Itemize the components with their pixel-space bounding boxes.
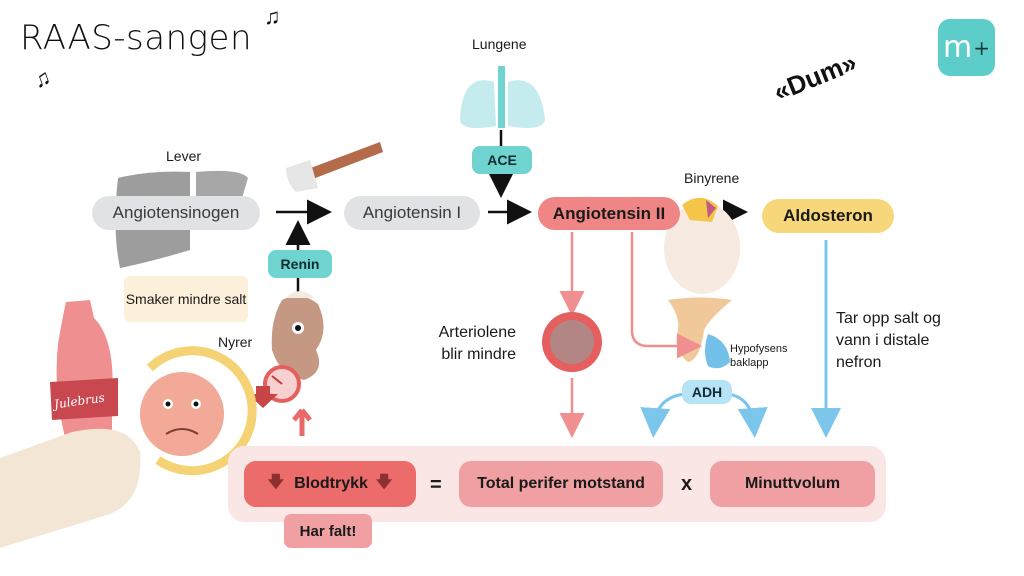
logo-letter: m bbox=[943, 30, 973, 65]
angiotensin-2-node[interactable]: Angiotensin II bbox=[538, 197, 680, 230]
down-arrow-icon bbox=[248, 386, 278, 408]
lungs-label: Lungene bbox=[472, 36, 527, 52]
axe-icon bbox=[286, 142, 383, 192]
arrow-icon bbox=[630, 232, 702, 359]
ace-enzyme[interactable]: ACE bbox=[472, 146, 532, 174]
blood-pressure-box[interactable]: 🡇 Blodtrykk 🡇 bbox=[244, 461, 416, 507]
julebrus-bottle-icon bbox=[50, 300, 118, 462]
plus-icon: + bbox=[973, 35, 990, 60]
hand-icon bbox=[0, 428, 141, 548]
times-sign: x bbox=[681, 473, 693, 495]
arterioles-caption: Arteriolene blir mindre bbox=[438, 324, 516, 363]
pituitary-icon bbox=[668, 297, 732, 369]
resistance-box[interactable]: Total perifer motstand bbox=[459, 461, 663, 507]
page-title: RAAS-sangen bbox=[20, 18, 253, 58]
kidneys-label: Nyrer bbox=[218, 334, 253, 350]
music-note-icon: ♫ bbox=[264, 4, 281, 29]
equals-sign: = bbox=[430, 474, 442, 496]
blood-pressure-label: Blodtrykk bbox=[294, 475, 368, 492]
brand-logo[interactable]: m+ bbox=[938, 19, 995, 76]
liver-label: Lever bbox=[166, 148, 202, 164]
renin-enzyme[interactable]: Renin bbox=[268, 250, 332, 278]
status-badge: Har falt! bbox=[284, 514, 372, 548]
cardiac-output-box[interactable]: Minuttvolum bbox=[710, 461, 875, 507]
down-arrow-icon: 🡇 bbox=[375, 473, 393, 491]
arrow-icon bbox=[640, 392, 685, 438]
down-arrow-icon: 🡇 bbox=[267, 473, 285, 491]
adh-hormone[interactable]: ADH bbox=[682, 380, 732, 404]
up-arrow-icon bbox=[292, 408, 312, 436]
distal-caption: Tar opp salt og vann i distale nefron bbox=[836, 310, 941, 371]
taste-caption: Smaker mindre salt bbox=[124, 276, 248, 322]
kidney-icon bbox=[271, 291, 324, 380]
angiotensin-1-node[interactable]: Angiotensin I bbox=[344, 196, 480, 230]
adrenal-kidney-icon bbox=[664, 197, 740, 294]
arrow-icon bbox=[727, 392, 768, 438]
lungs-icon bbox=[460, 66, 545, 128]
arteriole-icon bbox=[542, 312, 602, 372]
sad-face-icon bbox=[140, 346, 257, 476]
angiotensinogen-node[interactable]: Angiotensinogen bbox=[92, 196, 260, 230]
pressure-gauge-icon bbox=[263, 365, 301, 403]
adrenals-label: Binyrene bbox=[684, 170, 740, 186]
aldosterone-node[interactable]: Aldosteron bbox=[762, 199, 894, 233]
pituitary-label: Hypofysens baklapp bbox=[730, 343, 788, 369]
